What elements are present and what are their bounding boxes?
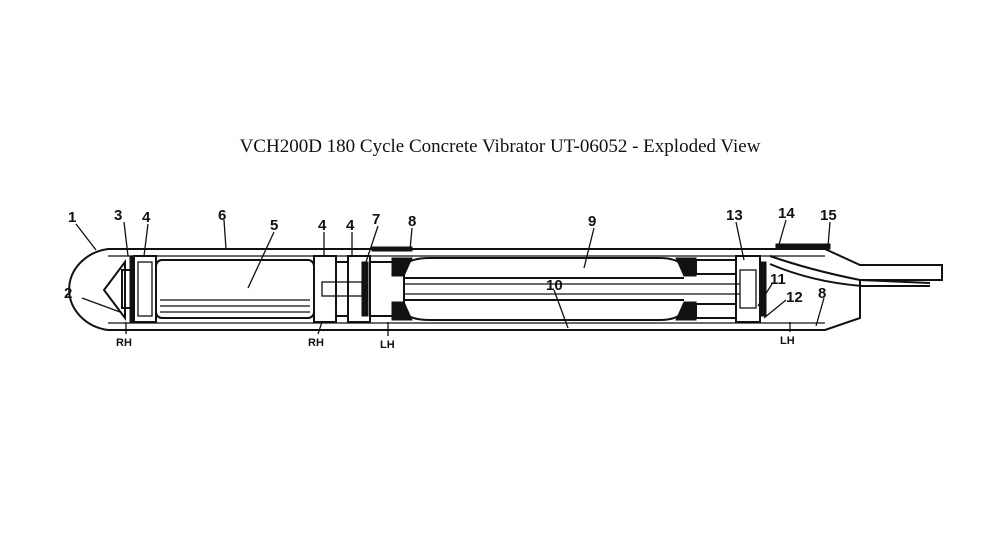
callout-4a: 4 [142, 209, 151, 226]
bearing-middle [313, 255, 371, 323]
callout-14: 14 [778, 205, 795, 222]
rear-coupling [675, 257, 737, 321]
callout-6: 6 [218, 207, 226, 224]
bearing-rear [735, 255, 767, 323]
callout-8b: 8 [818, 285, 826, 302]
sublabel-lh-rear: LH [780, 335, 795, 347]
callout-10: 10 [546, 277, 563, 294]
callout-15: 15 [820, 207, 837, 224]
callout-2: 2 [64, 285, 72, 302]
callout-1: 1 [68, 209, 76, 226]
leader-lines [75, 219, 831, 336]
rotor [155, 259, 315, 319]
callout-12: 12 [786, 289, 803, 306]
callout-9: 9 [588, 213, 596, 230]
callout-3: 3 [114, 207, 122, 224]
outer-housing [68, 248, 943, 331]
sublabel-lh-front: LH [380, 339, 395, 351]
power-cable [769, 243, 931, 287]
callout-4b: 4 [318, 217, 327, 234]
callout-4c: 4 [346, 217, 355, 234]
diagram-title: VCH200D 180 Cycle Concrete Vibrator UT-0… [239, 136, 761, 157]
sublabel-rh-middle: RH [308, 337, 324, 349]
callout-13: 13 [726, 207, 743, 224]
callout-8a: 8 [408, 213, 416, 230]
callout-7: 7 [372, 211, 380, 228]
callout-11: 11 [770, 271, 786, 288]
sublabel-rh-front: RH [116, 337, 132, 349]
callout-5: 5 [270, 217, 278, 234]
bearing-front [129, 255, 157, 323]
